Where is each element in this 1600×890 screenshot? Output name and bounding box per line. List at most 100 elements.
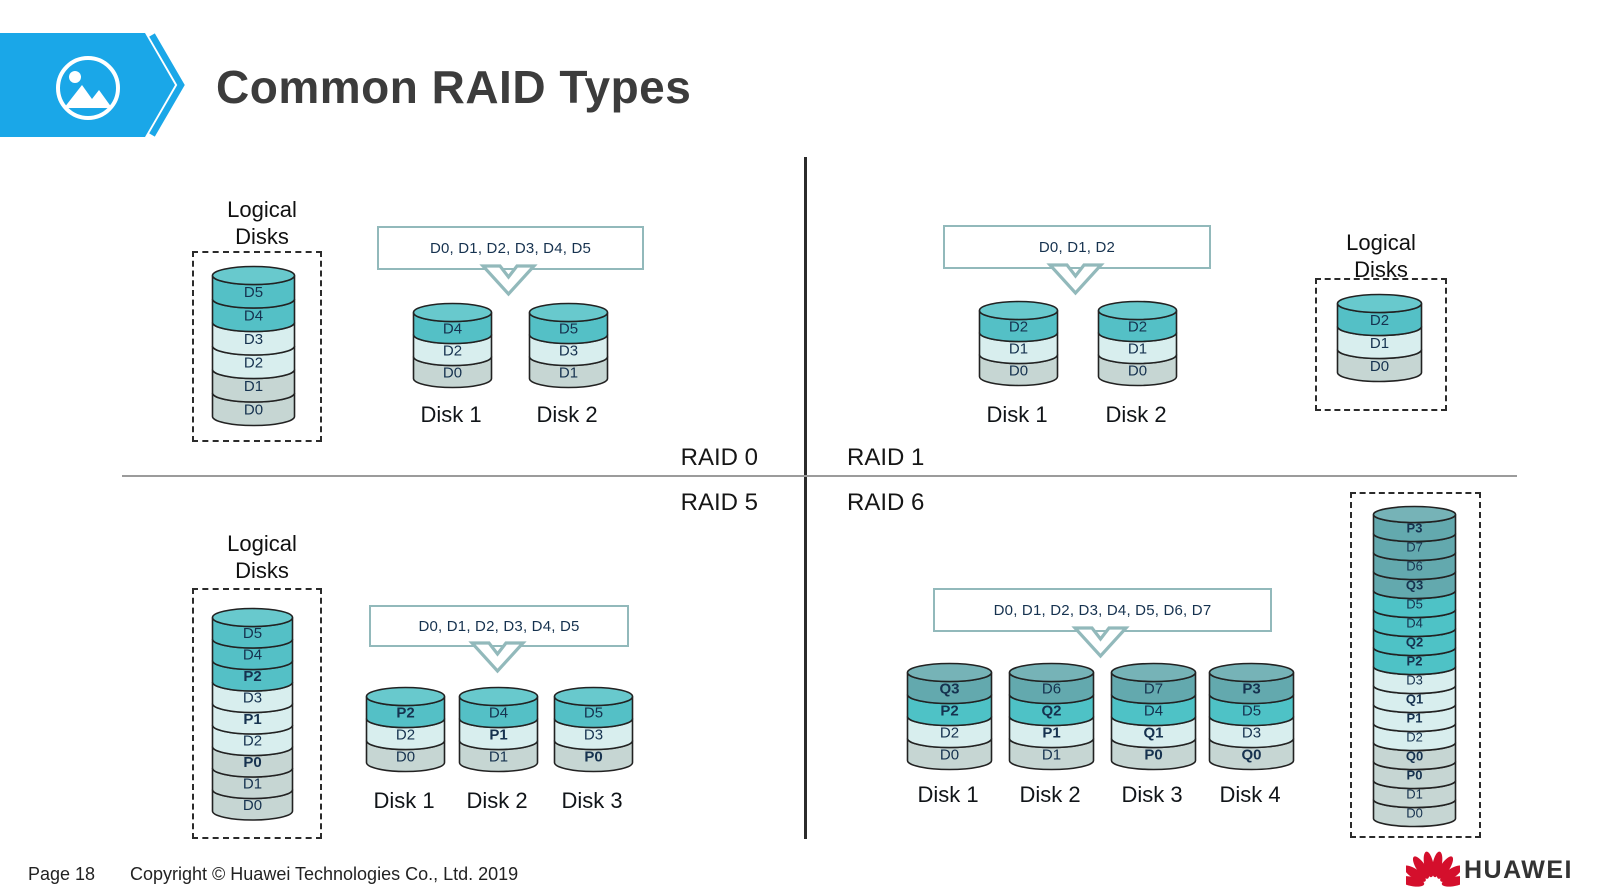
svg-text:D4: D4 <box>1144 702 1163 719</box>
raid5-disk2-label: Disk 2 <box>466 788 528 813</box>
svg-text:D1: D1 <box>1042 746 1061 763</box>
raid1-stream-box: D0, D1, D2 <box>943 225 1211 269</box>
svg-text:P0: P0 <box>1407 768 1423 783</box>
svg-text:D6: D6 <box>1406 559 1423 574</box>
raid1-disk2-label: Disk 2 <box>1105 402 1167 427</box>
raid5-logical-disks-title: Logical Disks <box>192 530 332 584</box>
raid6-stream-text: D0, D1, D2, D3, D4, D5, D6, D7 <box>993 601 1212 619</box>
svg-text:P1: P1 <box>489 726 507 743</box>
flow-arrow-icon <box>1071 626 1130 659</box>
svg-text:D1: D1 <box>1406 787 1423 802</box>
svg-text:Q2: Q2 <box>1406 635 1423 650</box>
svg-text:D3: D3 <box>243 690 262 707</box>
logical-title-line1: Logical <box>227 197 297 222</box>
raid0-logical-dashed-box <box>192 251 322 442</box>
raid6-disk2-label: Disk 2 <box>1019 782 1081 807</box>
header-badge <box>0 33 185 137</box>
raid0-disk2-label: Disk 2 <box>536 402 598 427</box>
svg-text:D0: D0 <box>1370 358 1389 375</box>
horizontal-divider <box>122 475 1517 477</box>
svg-text:P3: P3 <box>1242 680 1260 697</box>
raid6-disk4-label: Disk 4 <box>1219 782 1281 807</box>
svg-text:D2: D2 <box>243 733 262 750</box>
svg-text:D4: D4 <box>443 320 462 337</box>
raid6-disk1-label: Disk 1 <box>917 782 979 807</box>
svg-text:D2: D2 <box>396 726 415 743</box>
vertical-divider <box>804 157 807 839</box>
logical-title-line2: Disks <box>235 224 289 249</box>
svg-text:D0: D0 <box>940 746 959 763</box>
svg-text:P0: P0 <box>584 748 602 765</box>
svg-text:Q1: Q1 <box>1406 692 1423 707</box>
raid1-logical-dashed-box <box>1315 278 1447 411</box>
svg-text:D0: D0 <box>1009 362 1028 379</box>
raid0-logical-disks-title: Logical Disks <box>192 196 332 250</box>
svg-text:D4: D4 <box>243 647 262 664</box>
flow-arrow-icon <box>468 641 527 674</box>
svg-text:P1: P1 <box>1407 711 1423 726</box>
copyright-text: Copyright © Huawei Technologies Co., Ltd… <box>130 864 519 884</box>
svg-text:D7: D7 <box>1406 540 1423 555</box>
svg-text:D5: D5 <box>1406 597 1423 612</box>
logical-title-line2: Disks <box>1354 257 1408 282</box>
svg-text:D3: D3 <box>244 331 263 348</box>
svg-text:P2: P2 <box>940 702 958 719</box>
svg-text:Q0: Q0 <box>1241 746 1261 763</box>
raid5-stream-text: D0, D1, D2, D3, D4, D5 <box>418 617 580 635</box>
raid0-disk1-label: Disk 1 <box>420 402 482 427</box>
svg-text:D0: D0 <box>1128 362 1147 379</box>
svg-text:D5: D5 <box>243 625 262 642</box>
svg-text:P0: P0 <box>243 754 261 771</box>
svg-text:Q1: Q1 <box>1143 724 1163 741</box>
svg-text:D6: D6 <box>1042 680 1061 697</box>
brand-name: HUAWEI <box>1464 856 1573 884</box>
logical-title-line1: Logical <box>227 531 297 556</box>
svg-text:D0: D0 <box>396 748 415 765</box>
svg-text:D2: D2 <box>940 724 959 741</box>
raid5-disk1-label: Disk 1 <box>373 788 435 813</box>
svg-text:P0: P0 <box>1144 746 1162 763</box>
raid0-stream-text: D0, D1, D2, D3, D4, D5 <box>429 239 592 257</box>
raid6-disk3-label: Disk 3 <box>1121 782 1183 807</box>
svg-text:D3: D3 <box>1406 673 1423 688</box>
svg-text:D0: D0 <box>243 797 262 814</box>
svg-text:D7: D7 <box>1144 680 1163 697</box>
svg-text:D5: D5 <box>1242 702 1261 719</box>
svg-text:D5: D5 <box>584 704 603 721</box>
flow-arrow-icon <box>1046 263 1105 296</box>
raid5-logical-dashed-box <box>192 588 322 839</box>
logical-title-line2: Disks <box>235 558 289 583</box>
svg-text:D5: D5 <box>244 284 263 301</box>
svg-text:Q2: Q2 <box>1041 702 1061 719</box>
svg-text:D1: D1 <box>1128 340 1147 357</box>
svg-text:Q0: Q0 <box>1406 749 1423 764</box>
raid1-logical-disks-title: Logical Disks <box>1311 229 1451 283</box>
svg-text:P1: P1 <box>243 711 261 728</box>
raid1-label: RAID 1 <box>847 444 925 471</box>
raid0-stream-box: D0, D1, D2, D3, D4, D5 <box>377 226 644 270</box>
page-number: Page 18 <box>28 864 96 884</box>
svg-text:D2: D2 <box>1009 318 1028 335</box>
raid6-logical-dashed-box <box>1350 492 1481 838</box>
svg-text:P2: P2 <box>396 704 414 721</box>
raid1-stream-text: D0, D1, D2 <box>1038 238 1116 256</box>
svg-text:D2: D2 <box>244 355 263 372</box>
raid6-stream-box: D0, D1, D2, D3, D4, D5, D6, D7 <box>933 588 1272 632</box>
huawei-logo-icon <box>1406 851 1460 887</box>
raid5-disk3-label: Disk 3 <box>561 788 623 813</box>
svg-text:D4: D4 <box>244 308 263 325</box>
svg-text:D0: D0 <box>1406 806 1423 821</box>
raid6-label: RAID 6 <box>847 489 925 516</box>
svg-text:D4: D4 <box>1406 616 1423 631</box>
